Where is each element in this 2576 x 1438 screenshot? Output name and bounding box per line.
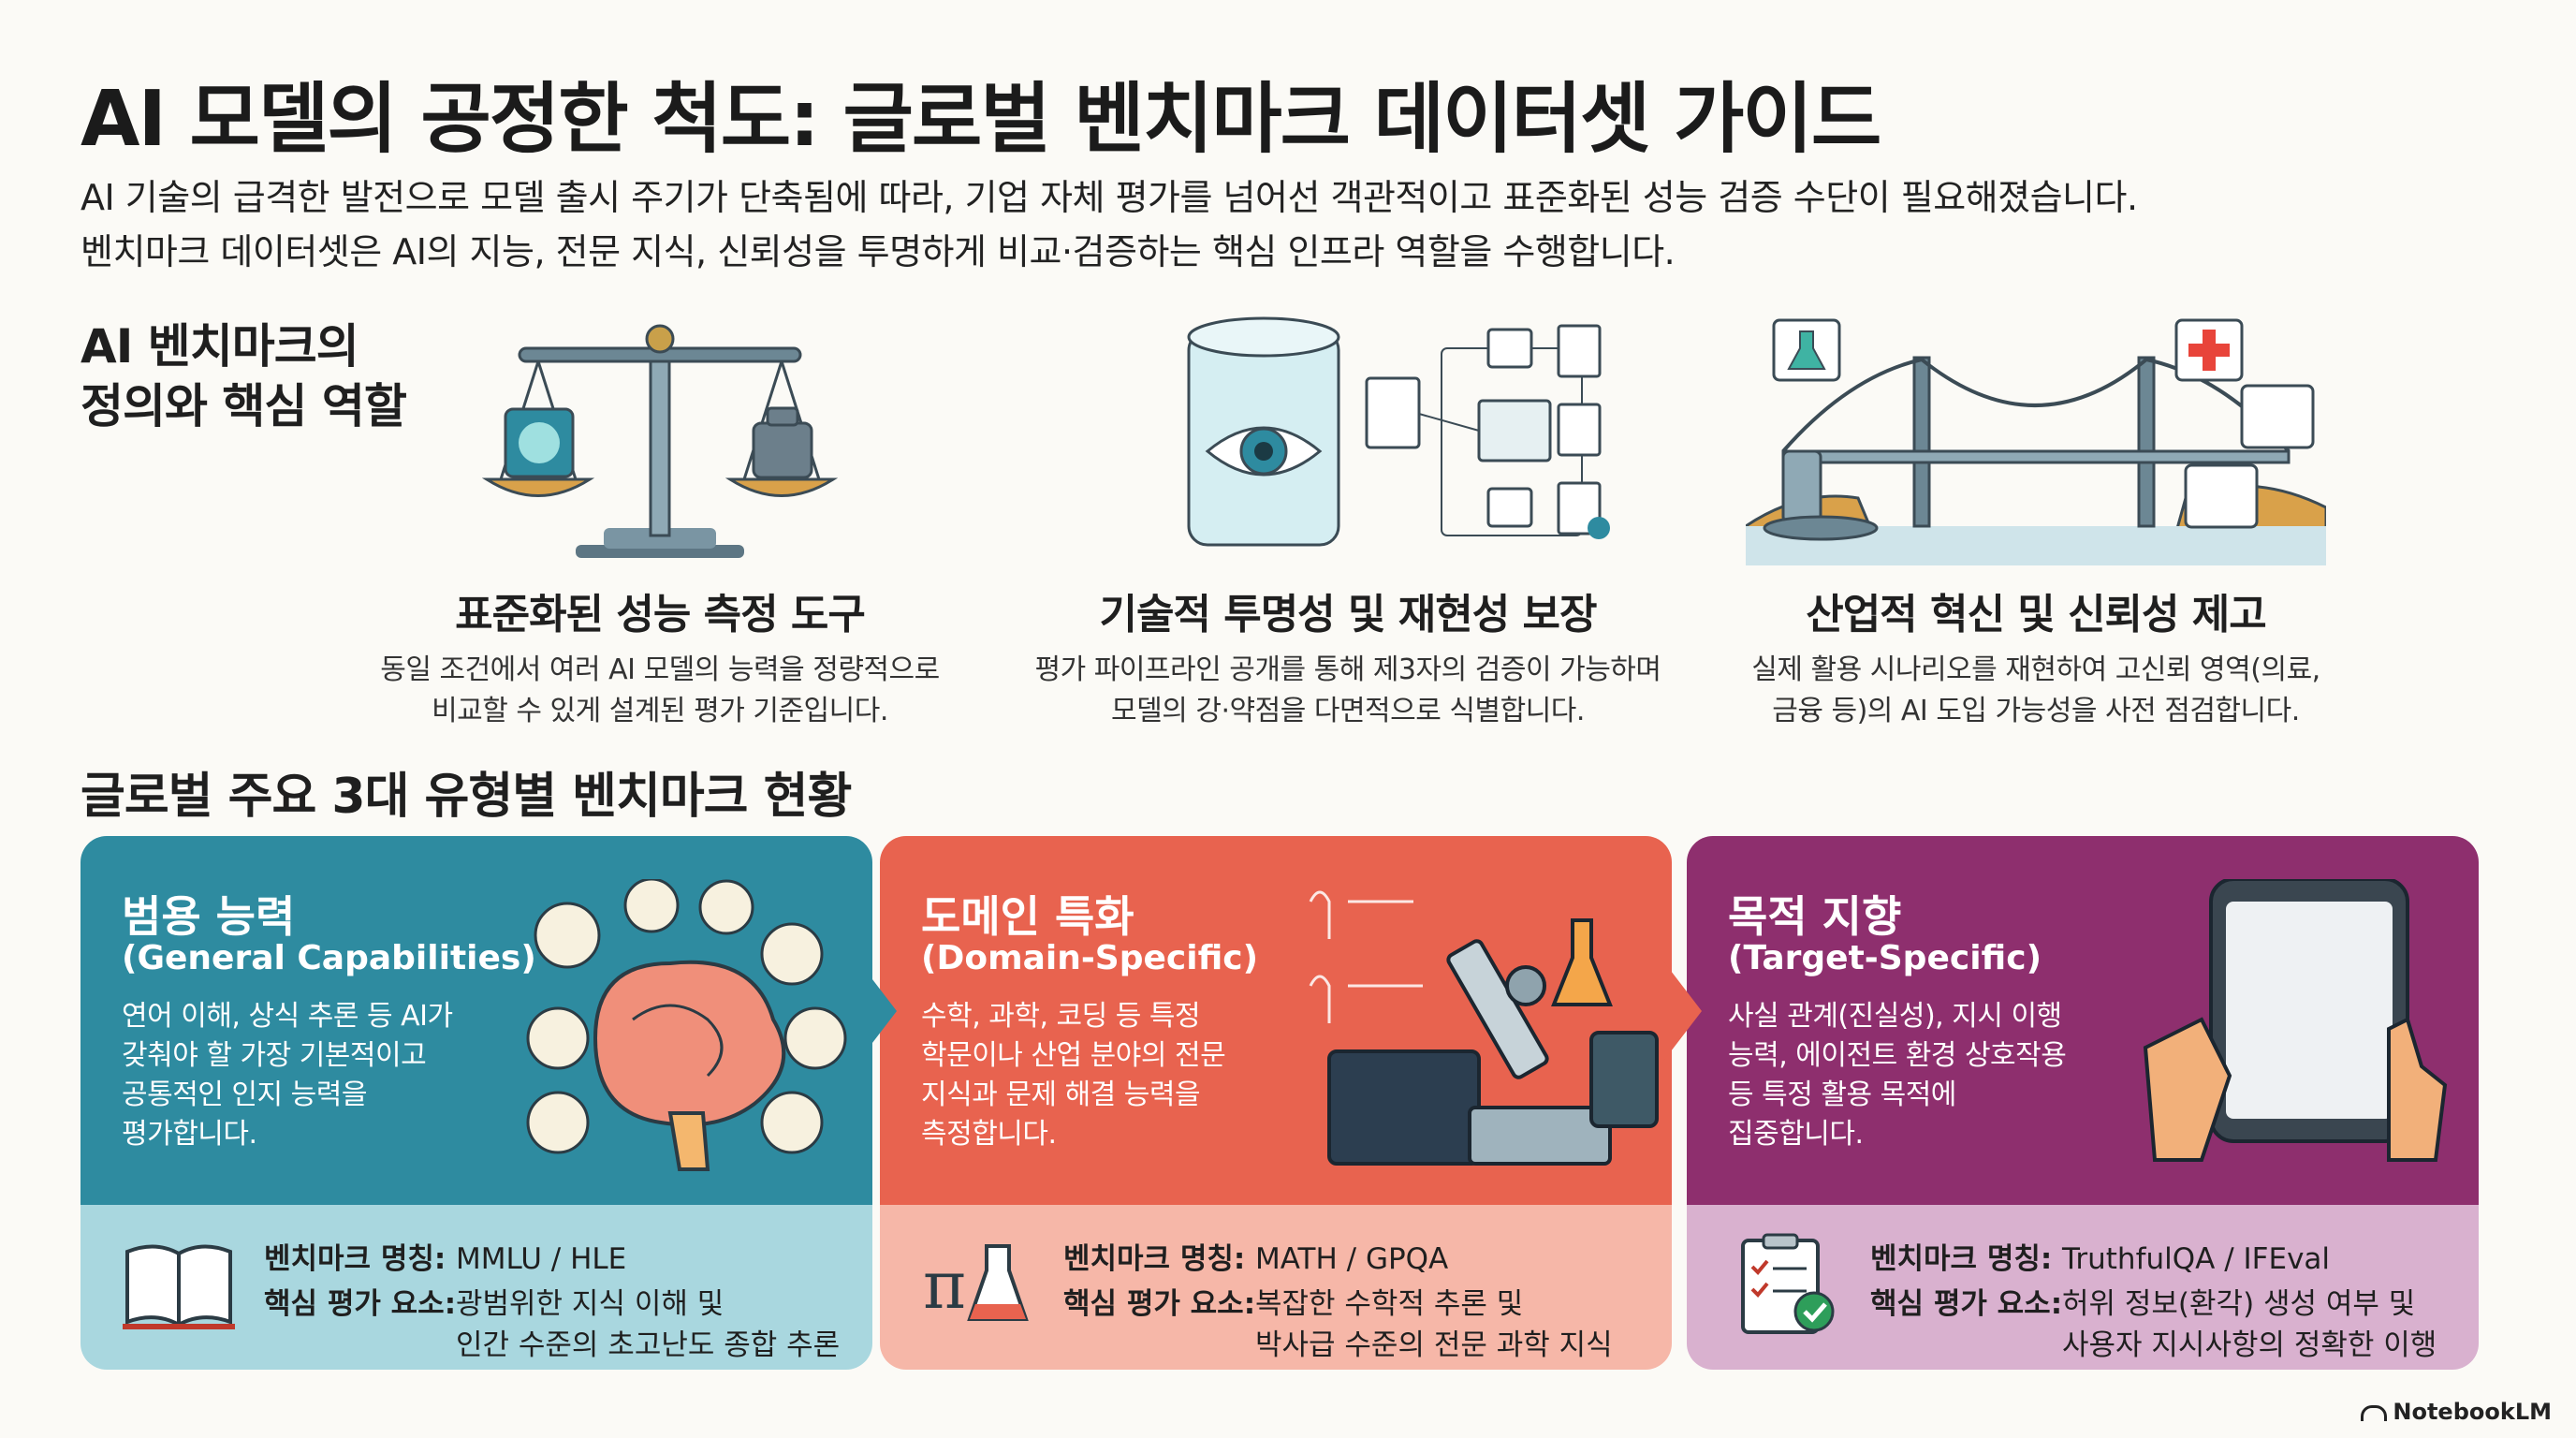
- card-info-panel: π 벤치마크 명칭: MATH / GPQA 핵심 평가 요소:복잡한 수학적 추…: [880, 1205, 1672, 1370]
- role-desc-line: 실제 활용 시나리오를 재현하여 고신뢰 영역(의료,: [1751, 653, 2320, 686]
- card-desc-line: 연어 이해, 상식 추론 등 AI가: [122, 1000, 453, 1033]
- eval-element-row: 핵심 평가 요소:광범위한 지식 이해 및: [264, 1280, 724, 1322]
- card-info-panel: 벤치마크 명칭: MMLU / HLE 핵심 평가 요소:광범위한 지식 이해 및…: [80, 1205, 872, 1370]
- card-header-panel: 도메인 특화 (Domain-Specific) 수학, 과학, 코딩 등 특정…: [880, 836, 1672, 1205]
- benchmark-name-label: 벤치마크 명칭:: [1870, 1242, 2053, 1276]
- section-heading-line-1: AI 벤치마크의: [80, 319, 359, 374]
- eval-element-value: 허위 정보(환각) 생성 여부 및: [2062, 1287, 2416, 1321]
- role-column-transparency: 기술적 투명성 및 재현성 보장 평가 파이프라인 공개를 통해 제3자의 검증…: [1011, 311, 1685, 732]
- benchmark-card-domain: 도메인 특화 (Domain-Specific) 수학, 과학, 코딩 등 특정…: [880, 836, 1672, 1370]
- card-description: 연어 이해, 상식 추론 등 AI가 갖춰야 할 가장 기본적이고 공통적인 인…: [122, 997, 453, 1154]
- card-connector-arrow-icon: [854, 955, 897, 1067]
- card-description: 수학, 과학, 코딩 등 특정 학문이나 산업 분야의 전문 지식과 문제 해결…: [921, 997, 1226, 1154]
- benchmark-card-target: 목적 지향 (Target-Specific) 사실 관계(진실성), 지시 이…: [1687, 836, 2479, 1370]
- tablet-icon: [2143, 879, 2448, 1162]
- eval-element-value-line-2: 인간 수준의 초고난도 종합 추론: [456, 1328, 841, 1362]
- role-desc-line: 비교할 수 있게 설계된 평가 기준입니다.: [432, 695, 888, 727]
- brand-label: NotebookLM: [2393, 1399, 2552, 1425]
- pi-flask-icon: π: [923, 1244, 1029, 1324]
- role-column-standard: 표준화된 성능 측정 도구 동일 조건에서 여러 AI 모델의 능력을 정량적으…: [323, 311, 997, 732]
- brain-icon: [526, 879, 847, 1171]
- eval-element-value: 광범위한 지식 이해 및: [456, 1287, 724, 1321]
- role-desc-line: 모델의 강·약점을 다면적으로 식별합니다.: [1111, 695, 1585, 727]
- book-icon: [123, 1244, 235, 1329]
- role-desc-line: 평가 파이프라인 공개를 통해 제3자의 검증이 가능하며: [1034, 653, 1661, 686]
- card-desc-line: 학문이나 산업 분야의 전문: [921, 1039, 1226, 1072]
- microscope-icon: [1309, 890, 1659, 1166]
- section-heading-line-2: 정의와 핵심 역할: [80, 379, 407, 433]
- eval-element-value-line-2: 박사급 수준의 전문 과학 지식: [1255, 1328, 1613, 1362]
- svg-text:π: π: [923, 1247, 966, 1324]
- benchmark-name-label: 벤치마크 명칭:: [1063, 1242, 1246, 1276]
- card-desc-line: 수학, 과학, 코딩 등 특정: [921, 1000, 1201, 1033]
- card-header-panel: 범용 능력 (General Capabilities) 연어 이해, 상식 추…: [80, 836, 872, 1205]
- card-desc-line: 지식과 문제 해결 능력을: [921, 1078, 1201, 1111]
- card-desc-line: 갖춰야 할 가장 기본적이고: [122, 1039, 427, 1072]
- benchmark-name-row: 벤치마크 명칭: MMLU / HLE: [264, 1235, 626, 1277]
- card-title: 목적 지향: [1728, 891, 1902, 942]
- card-description: 사실 관계(진실성), 지시 이행 능력, 에이전트 환경 상호작용 등 특정 …: [1728, 997, 2067, 1154]
- intro-text-line-1: AI 기술의 급격한 발전으로 모델 출시 주기가 단축됨에 따라, 기업 자체…: [80, 177, 2138, 218]
- role-desc-line: 동일 조건에서 여러 AI 모델의 능력을 정량적으로: [380, 653, 940, 686]
- card-desc-line: 능력, 에이전트 환경 상호작용: [1728, 1039, 2067, 1072]
- notebooklm-logo-icon: [2361, 1404, 2388, 1421]
- role-desc: 평가 파이프라인 공개를 통해 제3자의 검증이 가능하며 모델의 강·약점을 …: [1011, 650, 1685, 732]
- card-desc-line: 등 특정 활용 목적에: [1728, 1078, 1956, 1111]
- role-desc: 실제 활용 시나리오를 재현하여 고신뢰 영역(의료, 금융 등)의 AI 도입…: [1699, 650, 2373, 732]
- card-desc-line: 평가합니다.: [122, 1118, 257, 1151]
- role-column-industry: 산업적 혁신 및 신뢰성 제고 실제 활용 시나리오를 재현하여 고신뢰 영역(…: [1699, 311, 2373, 732]
- card-desc-line: 측정합니다.: [921, 1118, 1057, 1151]
- benchmark-name-row: 벤치마크 명칭: MATH / GPQA: [1063, 1235, 1448, 1277]
- eval-element-row: 핵심 평가 요소:허위 정보(환각) 생성 여부 및: [1870, 1280, 2415, 1322]
- role-desc-line: 금융 등)의 AI 도입 가능성을 사전 점검합니다.: [1772, 695, 2300, 727]
- card-subtitle: (Domain-Specific): [921, 939, 1259, 977]
- card-subtitle: (General Capabilities): [122, 939, 536, 977]
- benchmark-name-row: 벤치마크 명칭: TruthfulQA / IFEval: [1870, 1235, 2330, 1277]
- card-info-panel: 벤치마크 명칭: TruthfulQA / IFEval 핵심 평가 요소:허위 …: [1687, 1205, 2479, 1370]
- bridge-icon: [1746, 318, 2326, 565]
- card-subtitle: (Target-Specific): [1728, 939, 2042, 977]
- checklist-icon: [1741, 1233, 1835, 1334]
- scale-icon: [482, 324, 838, 558]
- eval-element-value-line-2: 사용자 지시사항의 정확한 이행: [2062, 1328, 2437, 1362]
- card-header-panel: 목적 지향 (Target-Specific) 사실 관계(진실성), 지시 이…: [1687, 836, 2479, 1205]
- card-desc-line: 공통적인 인지 능력을: [122, 1078, 367, 1111]
- notebooklm-brand: NotebookLM: [2361, 1399, 2552, 1425]
- benchmark-name-label: 벤치마크 명칭:: [264, 1242, 446, 1276]
- eval-element-label: 핵심 평가 요소:: [1063, 1287, 1256, 1321]
- transparency-pipeline-icon: [1187, 316, 1610, 547]
- section-heading-definition: AI 벤치마크의 정의와 핵심 역할: [80, 316, 407, 436]
- role-title: 산업적 혁신 및 신뢰성 제고: [1806, 591, 2267, 638]
- section-heading-benchmarks: 글로벌 주요 3대 유형별 벤치마크 현황: [80, 769, 852, 825]
- benchmark-name-value: MMLU / HLE: [456, 1242, 627, 1276]
- card-desc-line: 집중합니다.: [1728, 1118, 1864, 1151]
- eval-element-value: 복잡한 수학적 추론 및: [1255, 1287, 1524, 1321]
- page-title: AI 모델의 공정한 척도: 글로벌 벤치마크 데이터셋 가이드: [80, 75, 1881, 164]
- benchmark-card-general: 범용 능력 (General Capabilities) 연어 이해, 상식 추…: [80, 836, 872, 1370]
- eval-element-label: 핵심 평가 요소:: [1870, 1287, 2063, 1321]
- role-title: 기술적 투명성 및 재현성 보장: [1099, 591, 1597, 638]
- benchmark-name-value: TruthfulQA / IFEval: [2062, 1242, 2331, 1276]
- benchmark-name-value: MATH / GPQA: [1255, 1242, 1449, 1276]
- card-title: 도메인 특화: [921, 891, 1134, 942]
- card-desc-line: 사실 관계(진실성), 지시 이행: [1728, 1000, 2062, 1033]
- eval-element-label: 핵심 평가 요소:: [264, 1287, 457, 1321]
- intro-text-line-2: 벤치마크 데이터셋은 AI의 지능, 전문 지식, 신뢰성을 투명하게 비교·검…: [80, 231, 1676, 272]
- role-title: 표준화된 성능 측정 도구: [455, 591, 866, 638]
- role-desc: 동일 조건에서 여러 AI 모델의 능력을 정량적으로 비교할 수 있게 설계된…: [323, 650, 997, 732]
- card-connector-arrow-icon: [1659, 955, 1702, 1067]
- card-title: 범용 능력: [122, 891, 296, 942]
- eval-element-row: 핵심 평가 요소:복잡한 수학적 추론 및: [1063, 1280, 1523, 1322]
